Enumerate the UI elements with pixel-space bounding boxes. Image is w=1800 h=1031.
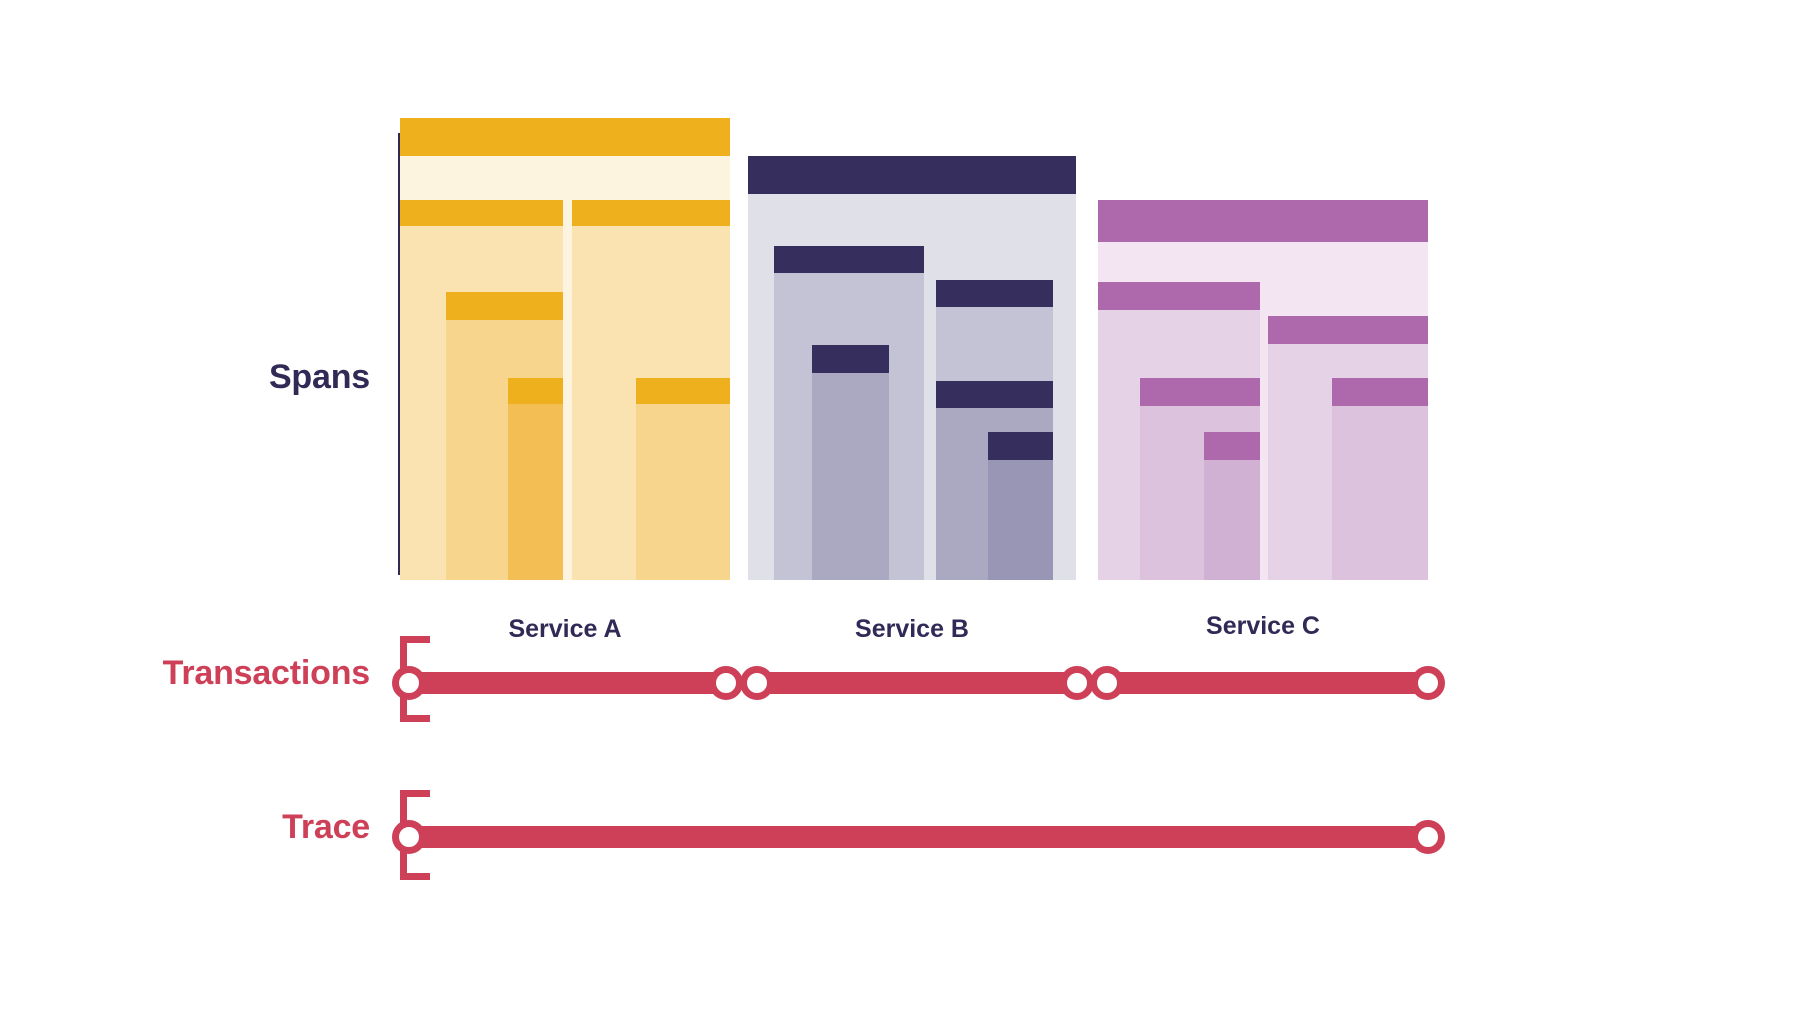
span-bar[interactable] [1098,282,1260,310]
transaction-end-dot[interactable] [1411,666,1445,700]
span-bar[interactable] [1332,378,1428,406]
span-bar[interactable] [1098,200,1428,242]
span-bar[interactable] [508,378,563,404]
transaction-bar[interactable] [1098,672,1428,694]
span-bar[interactable] [988,432,1053,460]
transaction-bar[interactable] [748,672,1077,694]
span-bar[interactable] [748,156,1076,194]
span-bar[interactable] [446,292,563,320]
span-bar[interactable] [936,280,1053,307]
span-bar[interactable] [1268,316,1428,344]
span-bar[interactable] [1332,406,1428,580]
service-caption-b: Service B [855,615,969,643]
trace-start-dot[interactable] [392,820,426,854]
transaction-bar[interactable] [400,672,726,694]
span-bar[interactable] [812,373,889,580]
span-bar[interactable] [812,345,889,373]
trace-end-dot[interactable] [1411,820,1445,854]
transactions-row-label: Transactions [162,654,371,692]
span-bar[interactable] [1140,378,1260,406]
span-bar[interactable] [1204,432,1260,460]
span-bar[interactable] [1204,460,1260,580]
span-bar[interactable] [636,378,730,404]
transaction-start-dot[interactable] [1090,666,1124,700]
spans-chart-area [400,118,1428,580]
service-caption-c: Service C [1206,612,1320,640]
span-bar[interactable] [400,118,730,156]
transaction-end-dot[interactable] [709,666,743,700]
transaction-end-dot[interactable] [1060,666,1094,700]
span-bar[interactable] [572,200,730,226]
transaction-start-dot[interactable] [740,666,774,700]
service-caption-a: Service A [508,615,622,643]
span-bar[interactable] [936,381,1053,408]
trace-bar[interactable] [400,826,1428,848]
span-bar[interactable] [636,404,730,580]
transaction-start-dot[interactable] [392,666,426,700]
span-bar[interactable] [988,460,1053,580]
span-bar[interactable] [400,200,563,226]
trace-row-label: Trace [282,808,370,846]
spans-row-label: Spans [268,358,370,396]
span-bar[interactable] [508,404,563,580]
span-bar[interactable] [774,246,924,273]
